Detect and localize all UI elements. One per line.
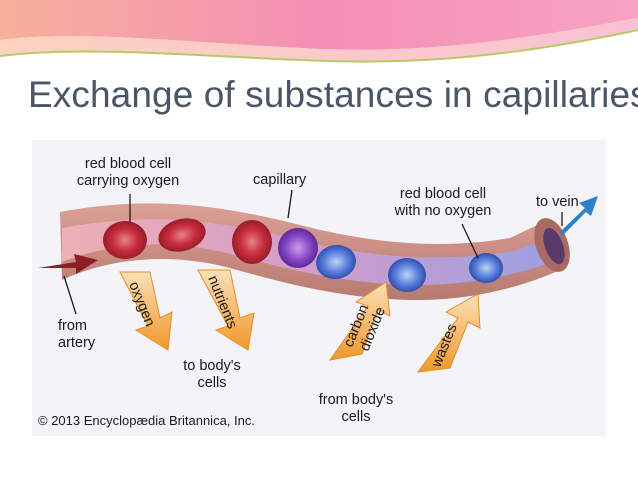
vessel-lumen xyxy=(543,227,565,265)
vein-arrow xyxy=(560,196,598,236)
label-rbc-no-oxygen: red blood cell with no oxygen xyxy=(394,186,492,219)
artery-arrow xyxy=(38,254,98,274)
rbc-oxygenated xyxy=(158,218,206,252)
leader-line-artery xyxy=(63,275,77,315)
oxygen-arrow: oxygen xyxy=(119,271,173,351)
rbc-partial-oxygen xyxy=(278,228,318,268)
label-to-vein: to vein xyxy=(536,194,579,210)
rbc-deoxygenated xyxy=(469,253,503,283)
leader-line-rbc-no-oxygen xyxy=(461,223,479,259)
leader-line-capillary xyxy=(287,189,293,219)
rbc-oxygenated xyxy=(232,220,272,264)
rbc-oxygenated xyxy=(103,221,147,259)
header-waves xyxy=(0,0,638,63)
label-from-artery: from artery xyxy=(58,318,96,351)
label-rbc-oxygen: red blood cell carrying oxygen xyxy=(76,156,180,189)
copyright-notice: © 2013 Encyclopædia Britannica, Inc. xyxy=(38,413,255,428)
wave-top xyxy=(0,0,638,50)
label-from-body-cells: from body's cells xyxy=(318,392,394,425)
wave-line xyxy=(0,29,638,63)
label-capillary: capillary xyxy=(253,172,307,188)
wave-middle xyxy=(0,18,638,62)
rbc-deoxygenated xyxy=(316,244,356,280)
rbc-deoxygenated xyxy=(388,258,426,292)
label-to-body-cells: to body's cells xyxy=(183,358,241,391)
slide-title: Exchange of substances in capillaries xyxy=(28,74,638,115)
